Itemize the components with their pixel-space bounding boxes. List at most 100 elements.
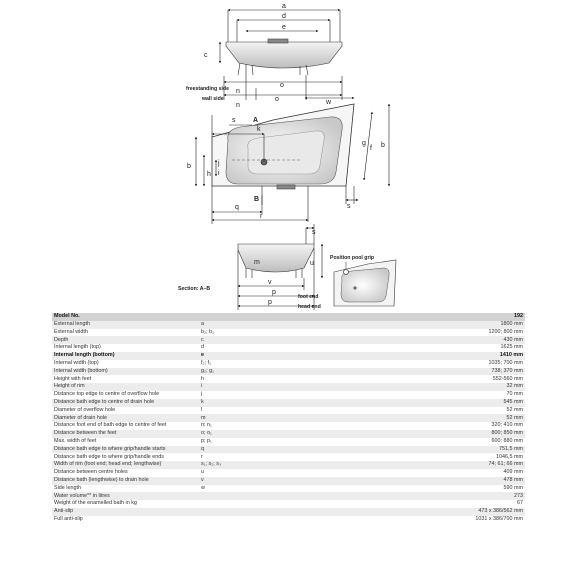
dim-label-k: k (257, 126, 261, 133)
row-label: Distance bath (lengthwise) to drain hole (52, 476, 199, 485)
row-symbol: s₁; s₂; s₃ (199, 461, 453, 469)
row-value: 800; 850 mm (453, 429, 525, 438)
table-row: Width of rim (foot end; head end; length… (52, 461, 525, 469)
row-value: 478 mm (453, 476, 525, 485)
row-value: 1200; 800 mm (488, 328, 523, 335)
plan-view (194, 96, 391, 224)
dim-label-i: i (218, 170, 220, 177)
side-labels: freestanding side wall side (186, 86, 229, 102)
dim-label-b2: b (187, 163, 191, 170)
dim-label-s2: s (347, 203, 351, 210)
table-row: Distance bath edge to centre of drain ho… (52, 398, 525, 407)
row-label: Distance between the feet (52, 429, 199, 438)
dim-label-j: j (217, 160, 220, 167)
pool-grip-inset: Position pool grip (330, 255, 397, 307)
row-value: 52 mm (453, 414, 525, 423)
section-view (237, 224, 324, 310)
row-value: 320; 410 mm (491, 422, 523, 429)
technical-drawing: a d e c n o n o freestanding side wall s… (178, 3, 397, 310)
freestanding-side-label: freestanding side (186, 86, 229, 92)
row-value: 751,5 mm (453, 445, 525, 454)
dim-label-m: m (254, 259, 260, 266)
dim-label-g1: g (362, 140, 366, 147)
row-value: 738; 370 mm (453, 367, 525, 376)
dim-label-w: w (325, 99, 332, 106)
dim-label-v: v (268, 279, 272, 286)
dim-label-s3: s (312, 229, 316, 236)
row-symbol: h (201, 375, 204, 382)
row-symbol (199, 507, 453, 516)
pool-grip-title: Position pool grip (330, 255, 374, 261)
section-marker-a: A (253, 117, 258, 124)
row-value: 1800 mm (453, 320, 525, 329)
row-symbol (199, 313, 453, 321)
plan-view-labels: k A s w g f h b b j i B q r s (187, 99, 385, 220)
row-label: Width of rim (foot end; head end; length… (52, 461, 199, 469)
dim-label-d: d (282, 13, 286, 20)
row-label: Diameter of drain hole (52, 414, 199, 423)
row-value: 545 mm (453, 398, 525, 407)
dim-label-p: p (272, 289, 276, 296)
row-label: Internal length (top) (54, 344, 101, 351)
row-value: 590 mm (503, 484, 523, 491)
dim-label-s1: s (232, 117, 236, 124)
row-label: Water volume** in litres (52, 492, 199, 501)
row-label: Full anti-slip (54, 515, 83, 522)
row-value: 192 (453, 313, 525, 321)
row-label: Distance foot end of bath edge to centre… (54, 422, 167, 429)
table-row: Max. width of feet p; p₁ 600; 880 mm (52, 438, 525, 446)
row-symbol: g₂; g₁ (199, 367, 453, 376)
dim-label-e: e (282, 24, 286, 31)
row-value: 1046,5 mm (496, 453, 523, 460)
table-row: Full anti-slip 1031 x 386/700 mm (52, 516, 525, 524)
row-value: 473 x 386/562 mm (453, 507, 525, 516)
section-view-labels: s m u v p p (254, 229, 316, 306)
dim-label-b1: b (381, 142, 385, 149)
row-label: Max. width of feet (54, 438, 97, 444)
row-label: External length (52, 320, 199, 329)
section-title: Section: A–B (178, 286, 210, 292)
row-symbol (199, 492, 453, 501)
row-label: Weight of the enamelled bath in kg (54, 500, 137, 507)
row-value: 600; 880 mm (491, 438, 523, 444)
table-row: Distance top edge to centre of overflow … (52, 391, 525, 399)
dim-label-q: q (235, 204, 239, 211)
row-value: 552-560 mm (492, 375, 523, 382)
row-symbol: p; p₁ (201, 438, 212, 444)
dim-label-h: h (207, 171, 211, 178)
dim-label-o1: o (275, 96, 279, 103)
row-symbol: n; n₁ (201, 422, 212, 429)
row-value: 70 mm (506, 391, 523, 398)
row-symbol: f₂; f₁ (201, 360, 211, 367)
row-label: Distance bath edge to where grip/handle … (54, 453, 164, 460)
row-value: 430 mm (453, 336, 525, 345)
row-value: 1031 x 386/700 mm (475, 515, 523, 522)
row-value: 1410 mm (453, 351, 525, 360)
row-label: Side length (54, 484, 81, 491)
row-label: Internal width (bottom) (52, 367, 199, 376)
row-label: Distance bath edge to where grip/handle … (52, 445, 199, 454)
row-symbol: r (201, 453, 203, 460)
row-symbol: j (201, 391, 203, 398)
head-end-label: head end (298, 304, 321, 310)
row-label: Diameter of overflow hole (54, 406, 116, 413)
row-label: Distance between centre holes (54, 469, 128, 476)
row-symbol: v (199, 476, 453, 485)
dim-label-p1: p (268, 299, 272, 306)
row-value: 67 (517, 500, 523, 507)
table-row: Distance foot end of bath edge to centre… (52, 422, 525, 430)
table-row: Distance bath edge to where grip/handle … (52, 445, 525, 454)
section-side-labels: foot end head end Section: A–B (178, 286, 321, 310)
row-symbol: b₂; b₁ (201, 328, 214, 335)
dim-label-a: a (282, 3, 286, 10)
row-value: 74; 61; 66 mm (453, 461, 525, 469)
